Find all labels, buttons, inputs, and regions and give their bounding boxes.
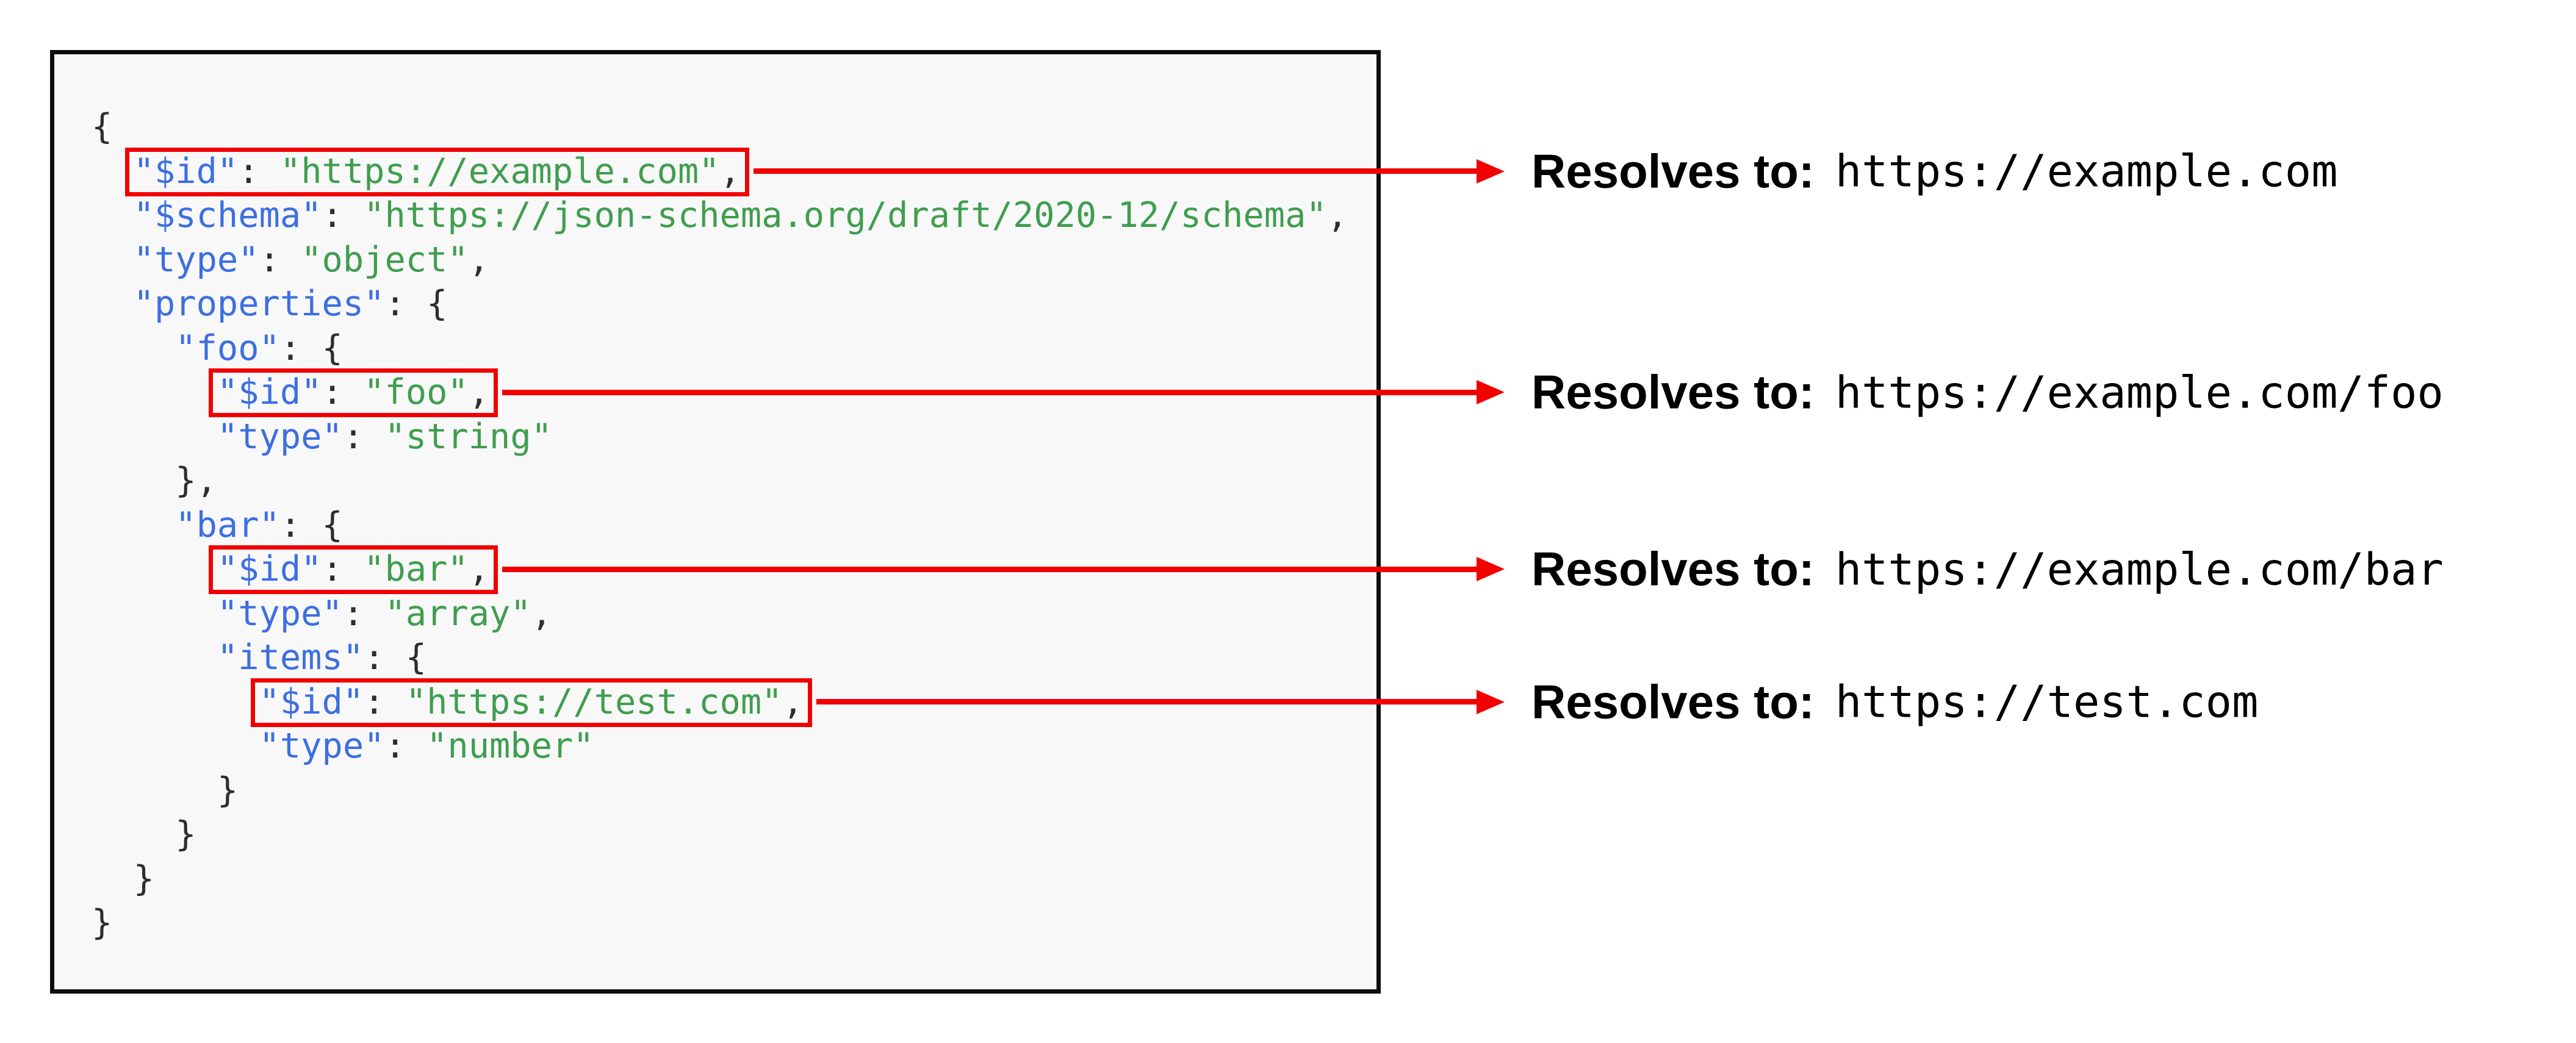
arrowhead-icon xyxy=(1477,380,1505,404)
resolves-to-label: Resolves to: xyxy=(1531,365,1815,419)
code-token: "https://test.com" xyxy=(405,681,783,722)
code-token: : xyxy=(322,549,364,589)
code-token: : xyxy=(322,372,364,412)
code-token: , xyxy=(531,593,552,634)
resolution-annotation: Resolves to: https://example.com/foo xyxy=(1531,365,2444,420)
code-token: "bar" xyxy=(364,549,469,589)
code-line: } xyxy=(92,812,1370,857)
id-highlight-box: "$id": "foo", xyxy=(217,372,489,412)
resolve-arrow xyxy=(753,159,1505,184)
code-token: "string" xyxy=(384,416,552,457)
resolved-uri: https://test.com xyxy=(1835,676,2259,728)
code-token: "$id" xyxy=(217,549,322,589)
resolved-uri: https://example.com xyxy=(1835,145,2338,197)
code-token: , xyxy=(468,239,490,280)
code-token: : xyxy=(238,151,280,192)
code-token: "items" xyxy=(217,637,364,678)
code-token: : xyxy=(364,681,406,722)
code-token: "type" xyxy=(259,726,385,766)
resolve-arrow xyxy=(502,557,1505,581)
code-token: "$id" xyxy=(133,151,239,192)
code-token: "$id" xyxy=(217,372,322,412)
resolution-annotation: Resolves to: https://example.com/bar xyxy=(1531,542,2444,597)
code-token: "https://json-schema.org/draft/2020-12/s… xyxy=(364,195,1327,235)
code-token: : xyxy=(322,195,364,235)
arrowhead-icon xyxy=(1477,557,1505,581)
code-line: "type": "array", xyxy=(92,592,1370,636)
code-token: } xyxy=(133,858,154,899)
json-code-panel: { "$id": "https://example.com", "$schema… xyxy=(50,50,1381,994)
resolves-to-label: Resolves to: xyxy=(1531,542,1815,596)
code-token: "$id" xyxy=(259,681,364,722)
code-token: , xyxy=(468,549,490,589)
code-token: "$schema" xyxy=(133,195,322,235)
code-token: "https://example.com" xyxy=(279,151,720,192)
code-token: : xyxy=(259,239,301,280)
code-token: "number" xyxy=(426,726,594,766)
code-token: "type" xyxy=(217,416,343,457)
resolution-annotation: Resolves to: https://test.com xyxy=(1531,674,2258,729)
code-line: "type": "string" xyxy=(92,415,1370,459)
code-token: "foo" xyxy=(175,328,280,368)
code-token: "foo" xyxy=(364,372,469,412)
code-line: "foo": { xyxy=(92,326,1370,371)
resolved-uri: https://example.com/foo xyxy=(1835,367,2444,418)
code-token: , xyxy=(719,151,741,192)
code-token: : xyxy=(342,416,385,457)
code-token: "properties" xyxy=(133,284,385,324)
id-highlight-box: "$id": "bar", xyxy=(217,549,489,589)
code-token: , xyxy=(1326,195,1348,235)
code-line: } xyxy=(92,769,1370,813)
code-token: "bar" xyxy=(175,504,280,545)
code-token: } xyxy=(217,770,239,811)
code-line: } xyxy=(92,901,1370,945)
resolution-annotation: Resolves to: https://example.com xyxy=(1531,143,2337,199)
code-token: "type" xyxy=(217,593,343,634)
code-line: "items": { xyxy=(92,636,1370,680)
code-token: : { xyxy=(279,328,343,368)
code-line: "properties": { xyxy=(92,282,1370,326)
code-token: } xyxy=(92,903,113,943)
code-line: { xyxy=(92,105,1370,149)
code-line: }, xyxy=(92,459,1370,503)
code-block: { "$id": "https://example.com", "$schema… xyxy=(92,105,1370,945)
resolves-to-label: Resolves to: xyxy=(1531,675,1815,728)
code-line: "$schema": "https://json-schema.org/draf… xyxy=(92,193,1370,238)
code-token: : { xyxy=(364,637,427,678)
resolved-uri: https://example.com/bar xyxy=(1835,543,2444,595)
code-line: "type": "number" xyxy=(92,724,1370,769)
code-token: } xyxy=(175,814,196,855)
arrowhead-icon xyxy=(1477,159,1505,184)
id-highlight-box: "$id": "https://test.com", xyxy=(259,682,804,722)
code-token: }, xyxy=(175,461,217,501)
code-line: "$id": "bar", xyxy=(92,547,1370,592)
code-token: , xyxy=(468,372,490,412)
id-highlight-box: "$id": "https://example.com", xyxy=(134,151,741,192)
code-token: "type" xyxy=(133,239,259,280)
code-token: "array" xyxy=(384,593,531,634)
code-token: : xyxy=(342,593,385,634)
resolve-arrow xyxy=(502,380,1505,404)
code-line: "$id": "https://test.com", xyxy=(92,680,1370,725)
code-line: "bar": { xyxy=(92,503,1370,548)
resolve-arrow xyxy=(816,689,1505,714)
code-line: "$id": "https://example.com", xyxy=(92,149,1370,194)
code-token: : { xyxy=(279,504,343,545)
code-line: "$id": "foo", xyxy=(92,370,1370,415)
resolves-to-label: Resolves to: xyxy=(1531,144,1815,198)
code-token: : { xyxy=(384,284,448,324)
code-token: "object" xyxy=(301,239,469,280)
code-token: , xyxy=(782,681,804,722)
code-token: { xyxy=(92,107,113,147)
code-line: } xyxy=(92,857,1370,901)
code-line: "type": "object", xyxy=(92,238,1370,282)
arrowhead-icon xyxy=(1477,689,1505,714)
code-token: : xyxy=(384,726,427,766)
